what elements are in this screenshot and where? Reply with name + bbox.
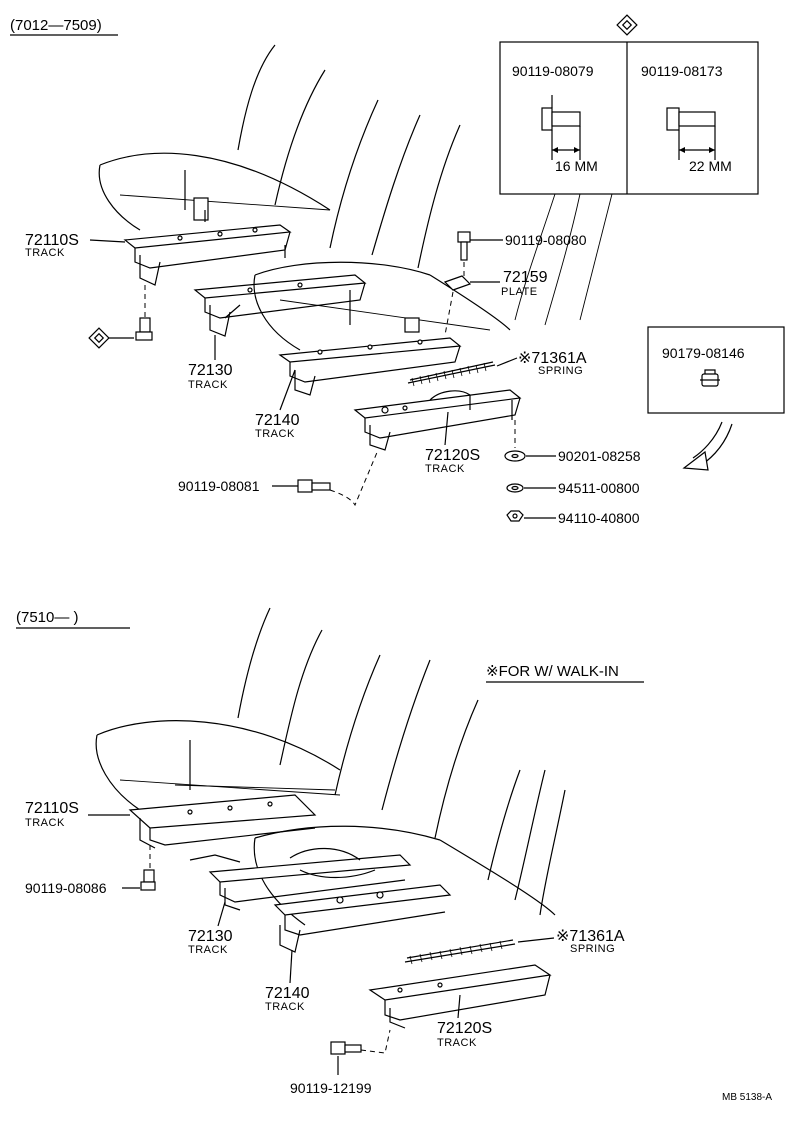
- seat-cushion-upper-2: [95, 720, 341, 811]
- seat-cushion-lower-1: [253, 261, 511, 351]
- callout-72130-lower-name: TRACK: [188, 944, 228, 956]
- walk-in-note: ※FOR W/ WALK-IN: [486, 663, 619, 680]
- callout-72159: 72159: [503, 269, 548, 286]
- callout-94110-40800: 94110-40800: [558, 510, 640, 526]
- bolt-box-length-1: 16 ММ: [555, 158, 598, 174]
- bolt-icon-2: [666, 107, 716, 160]
- callout-72120s-lower: 72120S: [437, 1020, 492, 1037]
- callout-72110s-lower-name: TRACK: [25, 817, 65, 829]
- callout-72110s-name: TRACK: [25, 247, 65, 259]
- seat-cushion-lower-2: [253, 825, 556, 926]
- callout-71361a-lower-name: SPRING: [570, 943, 615, 955]
- track-72140-lower: [279, 925, 301, 953]
- callout-94511-00800: 94511-00800: [558, 480, 640, 496]
- callout-72130: 72130: [188, 362, 233, 379]
- callout-72140-lower: 72140: [265, 985, 310, 1002]
- spring-71361a-lower: [404, 939, 516, 965]
- spring-71361a-upper: [407, 361, 496, 387]
- bolt-left-upper: [135, 285, 153, 341]
- callout-71361a: ※71361A: [518, 350, 587, 367]
- callout-72120s-name: TRACK: [425, 463, 465, 475]
- curved-arrow-icon: [682, 421, 733, 471]
- track-72110s-upper: [123, 224, 292, 286]
- section-1: (7012—7509): [10, 14, 785, 526]
- track-72140-upper: [278, 337, 462, 396]
- track-72130-lower: [189, 847, 452, 936]
- callout-90119-12199: 90119-12199: [290, 1080, 372, 1096]
- diamond-marker-top: [616, 14, 638, 36]
- clip-box: 90179-08146: [647, 326, 785, 414]
- plate-72159: [443, 275, 500, 336]
- callout-90119-08080: 90119-08080: [505, 232, 587, 248]
- track-72110s-lower: [128, 794, 317, 849]
- callout-90119-08081: 90119-08081: [178, 478, 260, 494]
- clip-box-part: 90179-08146: [662, 345, 745, 361]
- bolt-box-part-1: 90119-08079: [512, 63, 594, 79]
- bolt-box: 90119-08079 90119-08173 16 ММ: [499, 41, 759, 195]
- callout-72110s: 72110S: [25, 232, 79, 249]
- seat-back-upper-1: [237, 44, 461, 269]
- track-72120s-lower: [368, 964, 552, 1029]
- callout-72130-name: TRACK: [188, 379, 228, 391]
- callout-72140: 72140: [255, 412, 300, 429]
- callout-71361a-lower: ※71361A: [556, 928, 625, 945]
- callout-72120s-lower-name: TRACK: [437, 1037, 477, 1049]
- callout-72110s-lower: 72110S: [25, 800, 79, 817]
- section-2: (7510— ) ※FOR W/ WALK-IN: [16, 607, 644, 1096]
- bolt-90119-08080: [457, 231, 503, 285]
- bolt-icon-1: [541, 95, 581, 160]
- washer-90201: [504, 420, 556, 462]
- range-label-1: (7012—7509): [10, 17, 102, 34]
- bolt-box-length-2: 22 ММ: [689, 158, 732, 174]
- footer-code: MB 5138-A: [722, 1092, 772, 1103]
- range-label-2: (7510— ): [16, 609, 79, 626]
- washer-94511: [506, 483, 556, 493]
- callout-71361a-name: SPRING: [538, 365, 583, 377]
- clip-icon: [700, 369, 720, 387]
- bolt-box-part-2: 90119-08173: [641, 63, 723, 79]
- bolt-90119-08086: [122, 845, 156, 891]
- callout-72120s: 72120S: [425, 447, 480, 464]
- callout-90119-08086: 90119-08086: [25, 880, 107, 896]
- diamond-marker-1: [88, 327, 134, 349]
- bolt-90119-12199: [330, 1029, 391, 1075]
- nut-94110: [506, 510, 556, 522]
- callout-72140-name: TRACK: [255, 428, 295, 440]
- callout-72159-name: PLATE: [501, 286, 538, 298]
- bolt-90119-08081: [272, 449, 379, 507]
- track-72120s-upper: [353, 389, 522, 451]
- callout-72130-lower: 72130: [188, 928, 233, 945]
- seat-cushion-upper-1: [98, 152, 331, 231]
- track-72130-upper: [193, 274, 367, 337]
- callout-72140-lower-name: TRACK: [265, 1001, 305, 1013]
- callout-90201-08258: 90201-08258: [558, 448, 641, 464]
